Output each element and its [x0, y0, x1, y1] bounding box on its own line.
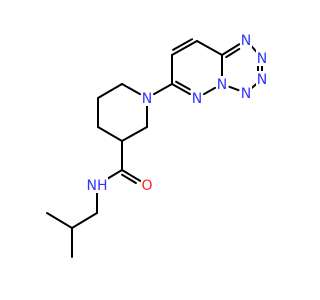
bond-N21-N22 [250, 44, 258, 54]
atom-N21-label: N [241, 33, 251, 49]
bond-N18-C14 [171, 83, 192, 96]
atom-N18-label: N [192, 91, 202, 107]
bond-N1-C2 [121, 83, 142, 96]
atom-N21-backdrop [240, 32, 252, 48]
atom-N19-backdrop [216, 76, 228, 92]
atom-N21: N [240, 32, 252, 49]
atom-N1-backdrop [141, 90, 153, 106]
bond-N18-C14-second-line [175, 80, 191, 91]
bond-C2-C3 [97, 83, 123, 99]
atom-N9-backdrop [86, 177, 108, 193]
atom-N23: N [256, 71, 268, 88]
bond-C17-N21 [221, 43, 241, 56]
bond-C17-N21-second-line [225, 47, 241, 59]
bond-C11-C13 [46, 212, 73, 229]
atom-N19: N [216, 76, 228, 93]
atom-N22-backdrop [256, 50, 268, 66]
atom-N22-label: N [257, 51, 267, 67]
atom-N1: N [141, 90, 153, 107]
atom-N18: N [191, 90, 203, 107]
bond-C16-C17 [196, 40, 223, 56]
atom-N1-label: N [142, 91, 152, 107]
bond-C7-O8-second-line [121, 173, 137, 185]
atom-N9-label: NH [87, 178, 108, 194]
atom-N20-label: N [241, 86, 251, 102]
bond-C7-O8 [121, 169, 142, 182]
atom-O8-backdrop [141, 177, 153, 193]
bond-N1-C14 [152, 83, 173, 96]
bond-C10-C11 [71, 212, 98, 229]
atom-N23-backdrop [256, 71, 268, 87]
atom-N20: N [240, 85, 252, 102]
atom-N22: N [256, 50, 268, 67]
atom-N9: NH [86, 177, 108, 194]
atom-O8: O [141, 177, 153, 194]
bond-C15-C16-second-line [172, 38, 194, 51]
atom-O8-label: O [141, 178, 152, 194]
bond-N19-N18 [202, 86, 217, 96]
bond-N20-N19 [228, 85, 240, 92]
atom-N20-backdrop [240, 85, 252, 101]
bond-N23-N20 [251, 83, 257, 89]
atom-N19-label: N [217, 77, 227, 93]
bond-C15-C16 [171, 40, 198, 56]
bond-C5-C6 [121, 126, 148, 142]
bond-layer [46, 38, 263, 258]
atom-N18-backdrop [191, 90, 203, 106]
bond-C4-C5 [97, 126, 123, 142]
atom-N23-label: N [257, 72, 267, 88]
